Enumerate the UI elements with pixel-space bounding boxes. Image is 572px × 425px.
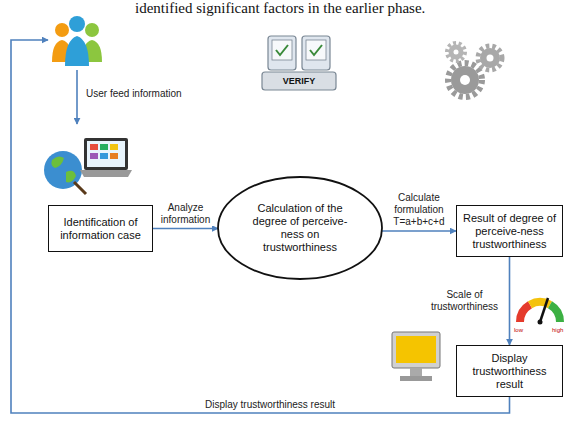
gears-icon	[449, 45, 464, 60]
globe-laptop-icon	[87, 141, 125, 167]
server-icon	[310, 45, 322, 55]
display-box: Display trustworthiness result	[456, 345, 563, 397]
computer-icon	[396, 336, 436, 363]
node-text: Display trustworthiness result	[463, 352, 556, 391]
flow-label: User feed information	[86, 88, 182, 100]
gauge-icon	[520, 298, 560, 325]
server-icon	[276, 45, 288, 55]
process-box: Identification of information case	[48, 205, 153, 252]
users-icon	[65, 36, 89, 66]
gears-icon	[451, 66, 479, 94]
users-icon	[52, 16, 102, 66]
gears-icon	[460, 75, 470, 85]
heading-fragment: identified significant factors in the ea…	[135, 0, 425, 17]
users-icon	[55, 23, 69, 37]
globe-laptop-icon	[110, 153, 118, 159]
gauge-icon	[538, 320, 543, 325]
server-icon	[272, 40, 292, 60]
gauge-label: high	[552, 327, 563, 334]
node-text: Identification of information case	[55, 216, 146, 242]
flow-arrow	[153, 228, 218, 230]
server-label: VERIFY	[262, 76, 336, 87]
gears-icon	[447, 43, 502, 97]
edge-label: Calculate formulation T=a+b+c+d	[386, 192, 452, 228]
ellipse-outline	[218, 177, 382, 279]
computer-icon	[400, 376, 432, 381]
users-icon	[85, 23, 99, 37]
server-icon	[262, 72, 336, 90]
globe-laptop-icon	[66, 171, 76, 183]
gears-icon	[454, 50, 459, 55]
server-icon	[268, 36, 296, 70]
globe-laptop-icon	[84, 138, 128, 170]
gears-icon	[448, 63, 482, 97]
server-icon	[306, 40, 326, 60]
computer-icon	[392, 332, 440, 381]
globe-laptop-icon	[100, 153, 108, 159]
node-text: Calculation of the degree of perceive-ne…	[244, 202, 356, 254]
text-holder: Calculation of the degree of perceive-ne…	[244, 202, 356, 254]
flow-label: Display trustworthiness result	[205, 399, 335, 411]
feedback-loop	[11, 40, 510, 413]
gauge-icon	[550, 305, 560, 322]
gears-icon	[447, 43, 465, 61]
globe-laptop-icon	[110, 144, 118, 150]
result-box: Result of degree of perceive-ness trustw…	[456, 205, 563, 257]
gauge-icon	[540, 298, 548, 322]
globe-laptop-icon	[90, 144, 98, 150]
globe-laptop-icon	[44, 138, 132, 194]
globe-laptop-icon	[90, 153, 98, 159]
process-ellipse: Calculation of the degree of perceive-ne…	[217, 176, 383, 280]
feed-arrow	[77, 70, 78, 124]
server-icon	[302, 36, 330, 70]
globe-laptop-icon	[100, 144, 108, 150]
node-text: Result of degree of perceive-ness trustw…	[463, 212, 556, 251]
users-icon	[69, 16, 85, 32]
flow-arrow	[509, 257, 511, 345]
gears-icon	[487, 55, 494, 62]
gears-icon	[480, 48, 500, 68]
computer-icon	[392, 332, 440, 368]
gears-icon	[478, 46, 502, 70]
globe-laptop-icon	[51, 156, 64, 168]
feedback-loop	[11, 40, 510, 413]
gauge-icon	[520, 305, 530, 322]
globe-laptop-icon	[74, 182, 86, 194]
edge-label: Scale of trustworthiness	[426, 289, 504, 313]
server-icon	[262, 36, 336, 90]
flow-arrow	[382, 230, 456, 232]
computer-icon	[410, 368, 422, 376]
feed-arrow	[76, 70, 78, 124]
edge-label: Analyze information	[157, 202, 214, 226]
globe-laptop-icon	[80, 170, 132, 177]
gauge-label: low	[514, 327, 523, 334]
